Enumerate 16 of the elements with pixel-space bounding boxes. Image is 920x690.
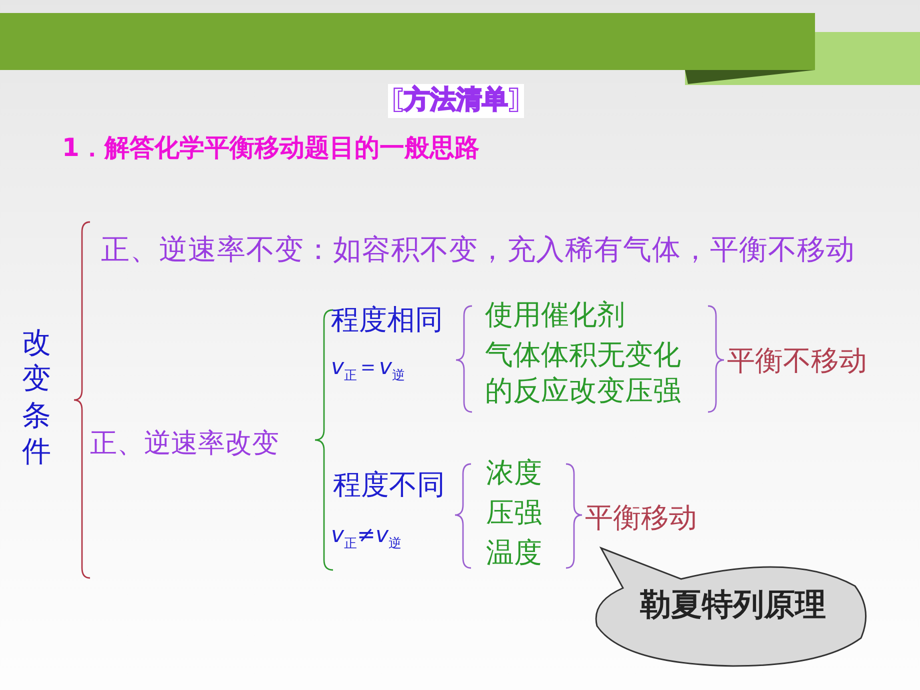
item-text: 温度 [486,535,542,571]
section-tag: [方法清单] [388,84,524,118]
item-text: 使用催化剂 [485,297,625,333]
branch-text: 正、逆速率不变：如容积不变，充入稀有气体，平衡不移动 [101,232,855,268]
branch-text: 程度相同 [331,302,443,338]
rate-formula: v$_{正}$＝v$_{逆}$ [331,354,406,385]
heading: 1．解答化学平衡移动题目的一般思路 [62,132,480,164]
result-text: 平衡不移动 [727,343,867,379]
item-text: 气体体积无变化的反应改变压强 [485,337,682,410]
result-text: 平衡移动 [585,500,697,536]
item-text: 浓度 [486,455,542,491]
branch-text: 程度不同 [333,467,445,503]
branch-text: 正、逆速率改变 [90,427,279,461]
item-text: 压强 [486,495,542,531]
rate-formula: v$_{正}$≠v$_{逆}$ [331,522,402,553]
vertical-label: 改变条件 [22,324,51,469]
